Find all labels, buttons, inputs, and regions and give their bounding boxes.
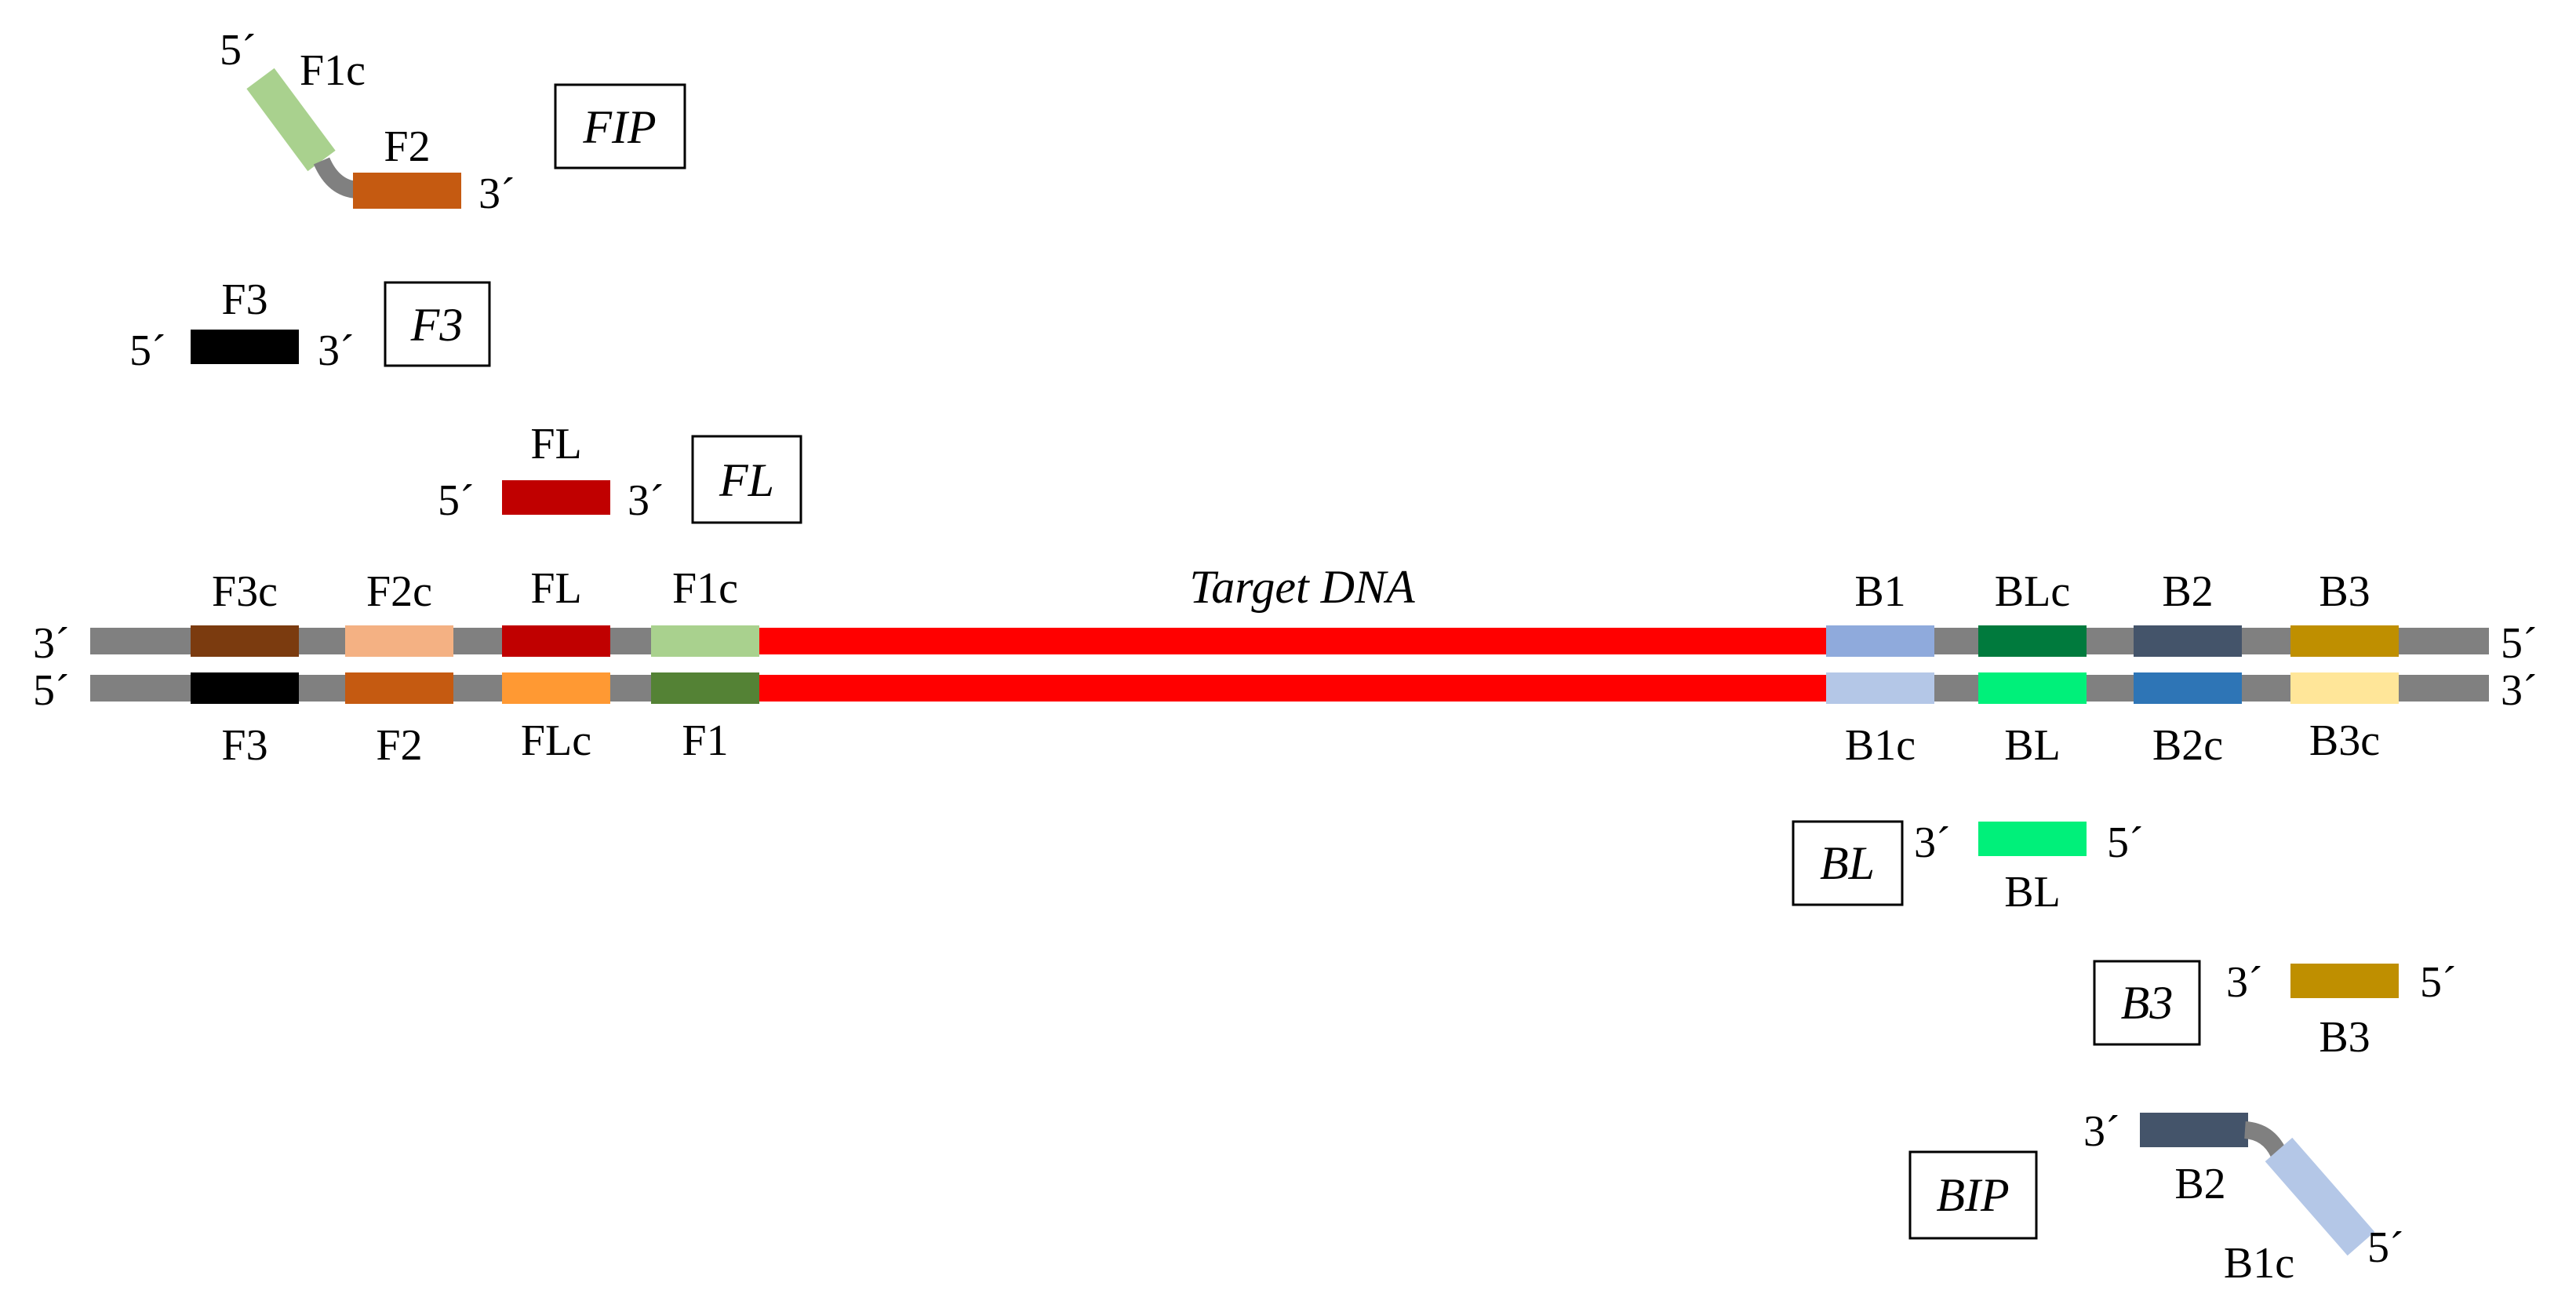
top-strand-3prime-end: 3´ (33, 619, 70, 668)
primer-bip: BIP 3´ B2 B1c 5´ (1908, 1107, 2404, 1288)
f3-segment-label: F3 (221, 275, 267, 324)
primer-fl: FL 5´ 3´ FL (438, 420, 802, 525)
bl-box (1792, 820, 1904, 906)
region-B1c (1826, 672, 1934, 704)
bl-box-label: BL (1820, 837, 1875, 889)
region-B2c (2134, 672, 2242, 704)
bip-linker (2243, 1121, 2287, 1158)
template-dna: Target DNA 3´ 5´ 5´ 3´ F3c F2c FL F1c B1… (33, 561, 2538, 770)
label-B3: B3 (2319, 567, 2370, 616)
region-F2 (345, 672, 453, 704)
label-F1c: F1c (672, 564, 738, 613)
b3-segment-label: B3 (2319, 1013, 2370, 1062)
fl-box-label: FL (719, 454, 774, 506)
bottom-strand-3prime-end: 3´ (2501, 666, 2538, 715)
label-BL: BL (2004, 721, 2061, 770)
b3-segment (2290, 964, 2399, 998)
bl-3prime-end: 3´ (1914, 818, 1951, 867)
region-F3 (191, 672, 299, 704)
label-FLc: FLc (521, 716, 591, 765)
fip-box-label: FIP (582, 101, 656, 153)
region-B3c (2290, 672, 2399, 704)
b3-3prime-end: 3´ (2226, 958, 2263, 1007)
label-FL-top: FL (530, 564, 581, 613)
region-F2c (345, 625, 453, 657)
fip-f1c-label: F1c (300, 46, 366, 95)
region-B3 (2290, 625, 2399, 657)
fl-3prime-end: 3´ (628, 476, 664, 525)
bl-5prime-end: 5´ (2107, 818, 2144, 867)
target-dna-label: Target DNA (1189, 561, 1415, 613)
primer-b3: B3 3´ 5´ B3 (2093, 958, 2457, 1062)
label-F3: F3 (221, 721, 267, 770)
label-F1: F1 (682, 716, 728, 765)
b3-box (2093, 960, 2201, 1046)
region-BL (1978, 672, 2087, 704)
label-B1c: B1c (1845, 721, 1916, 770)
fip-f2-segment (353, 173, 461, 209)
f3-segment (191, 330, 299, 364)
b3-5prime-end: 5´ (2420, 958, 2457, 1007)
top-strand-5prime-end: 5´ (2501, 619, 2538, 668)
bip-b1c-segment (2265, 1137, 2375, 1256)
region-F1 (651, 672, 759, 704)
fl-segment-label: FL (530, 420, 581, 468)
region-B1 (1826, 625, 1934, 657)
region-B2 (2134, 625, 2242, 657)
primer-fip: 5´ F1c F2 3´ FIP (220, 26, 686, 218)
fip-f2-label: F2 (384, 122, 430, 171)
fl-box (691, 435, 802, 524)
label-F2: F2 (376, 721, 422, 770)
f3-box-label: F3 (410, 299, 464, 351)
fip-5prime-end: 5´ (220, 26, 257, 75)
bl-segment-label: BL (2004, 868, 2061, 917)
fl-segment (502, 480, 610, 515)
primer-bl: BL 3´ 5´ BL (1792, 818, 2144, 917)
label-F3c: F3c (212, 567, 278, 616)
bip-box-label: BIP (1936, 1169, 2009, 1221)
bl-segment (1978, 822, 2087, 856)
label-BLc: BLc (1995, 567, 2070, 616)
f3-5prime-end: 5´ (129, 326, 166, 375)
label-B3c: B3c (2309, 716, 2380, 765)
fip-3prime-end: 3´ (478, 169, 515, 218)
region-FL (502, 625, 610, 657)
label-B2c: B2c (2152, 721, 2223, 770)
label-B2: B2 (2162, 567, 2213, 616)
fip-linker (313, 157, 358, 199)
bottom-strand-5prime-end: 5´ (33, 666, 70, 715)
f3-box (384, 281, 491, 367)
f3-3prime-end: 3´ (318, 326, 355, 375)
label-B1: B1 (1854, 567, 1905, 616)
primer-f3: F3 5´ 3´ F3 (129, 275, 491, 375)
region-BLc (1978, 625, 2087, 657)
bip-b2-label: B2 (2174, 1160, 2225, 1208)
fip-box (554, 83, 686, 169)
bip-b2-segment (2140, 1113, 2248, 1147)
label-F2c: F2c (366, 567, 432, 616)
bip-box (1908, 1150, 2038, 1240)
target-region-bottom (759, 675, 1826, 702)
region-F3c (191, 625, 299, 657)
bip-3prime-end: 3´ (2083, 1107, 2120, 1156)
bip-b1c-label: B1c (2224, 1239, 2294, 1288)
region-F1c (651, 625, 759, 657)
bip-5prime-end: 5´ (2367, 1223, 2404, 1272)
region-FLc (502, 672, 610, 704)
fip-f1c-segment (246, 67, 336, 172)
fl-5prime-end: 5´ (438, 476, 475, 525)
b3-box-label: B3 (2121, 977, 2174, 1029)
target-region-top (759, 628, 1826, 654)
